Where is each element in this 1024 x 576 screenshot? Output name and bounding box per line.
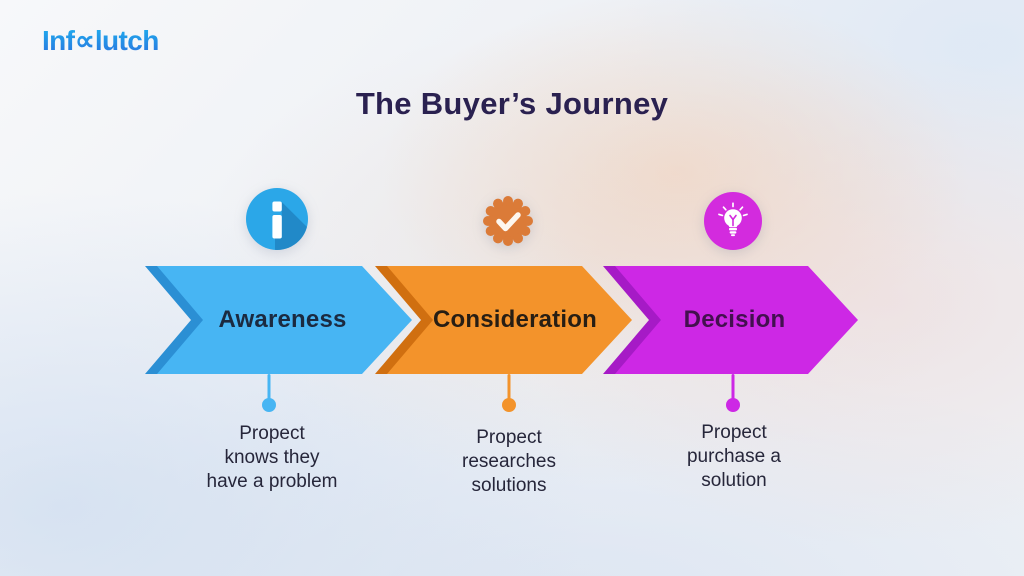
infoclutch-logo: Inf∝lutch — [42, 24, 159, 57]
caption-line: Propect — [239, 423, 305, 444]
logo-infinity-ligature: ∝ — [74, 25, 95, 56]
caption-line: knows they — [224, 447, 320, 468]
stage-label: Consideration — [433, 306, 597, 333]
caption-line: have a problem — [206, 471, 338, 492]
caption-line: solution — [701, 470, 767, 491]
banner-arrow: Consideration — [387, 266, 632, 374]
stage-label: Decision — [683, 306, 786, 333]
caption-line: researches — [462, 451, 556, 472]
stage-label: Awareness — [218, 306, 347, 333]
caption-line: purchase a — [686, 446, 781, 467]
caption-line: Propect — [701, 422, 767, 443]
connector-line — [731, 374, 735, 400]
banner-awareness: Awareness — [157, 266, 412, 374]
logo-prefix: Inf — [42, 25, 75, 56]
banner-decision: Decision — [615, 266, 858, 374]
lightbulb-icon — [704, 192, 762, 250]
stage-caption: Propect knows they have a problem — [152, 422, 392, 494]
badge-check-icon — [480, 193, 536, 249]
connector-dot — [262, 398, 276, 412]
stage-decision: Decision Propect purchase a solution — [615, 185, 858, 530]
stage-consideration: Consideration Propect researches solutio… — [387, 185, 632, 530]
connector-dot — [502, 398, 516, 412]
caption-line: Propect — [476, 427, 542, 448]
connector-line — [507, 374, 511, 400]
stage-caption: Propect purchase a solution — [614, 421, 854, 493]
logo-suffix: lutch — [94, 25, 159, 56]
connector-dot — [726, 398, 740, 412]
stage-caption: Propect researches solutions — [389, 426, 629, 498]
page-title: The Buyer’s Journey — [355, 86, 669, 121]
info-icon — [245, 187, 309, 251]
stage-awareness: Awareness Propect knows they have a prob… — [157, 185, 412, 530]
banner-consideration: Consideration — [387, 266, 632, 374]
connector-line — [267, 374, 271, 400]
caption-line: solutions — [471, 475, 547, 496]
